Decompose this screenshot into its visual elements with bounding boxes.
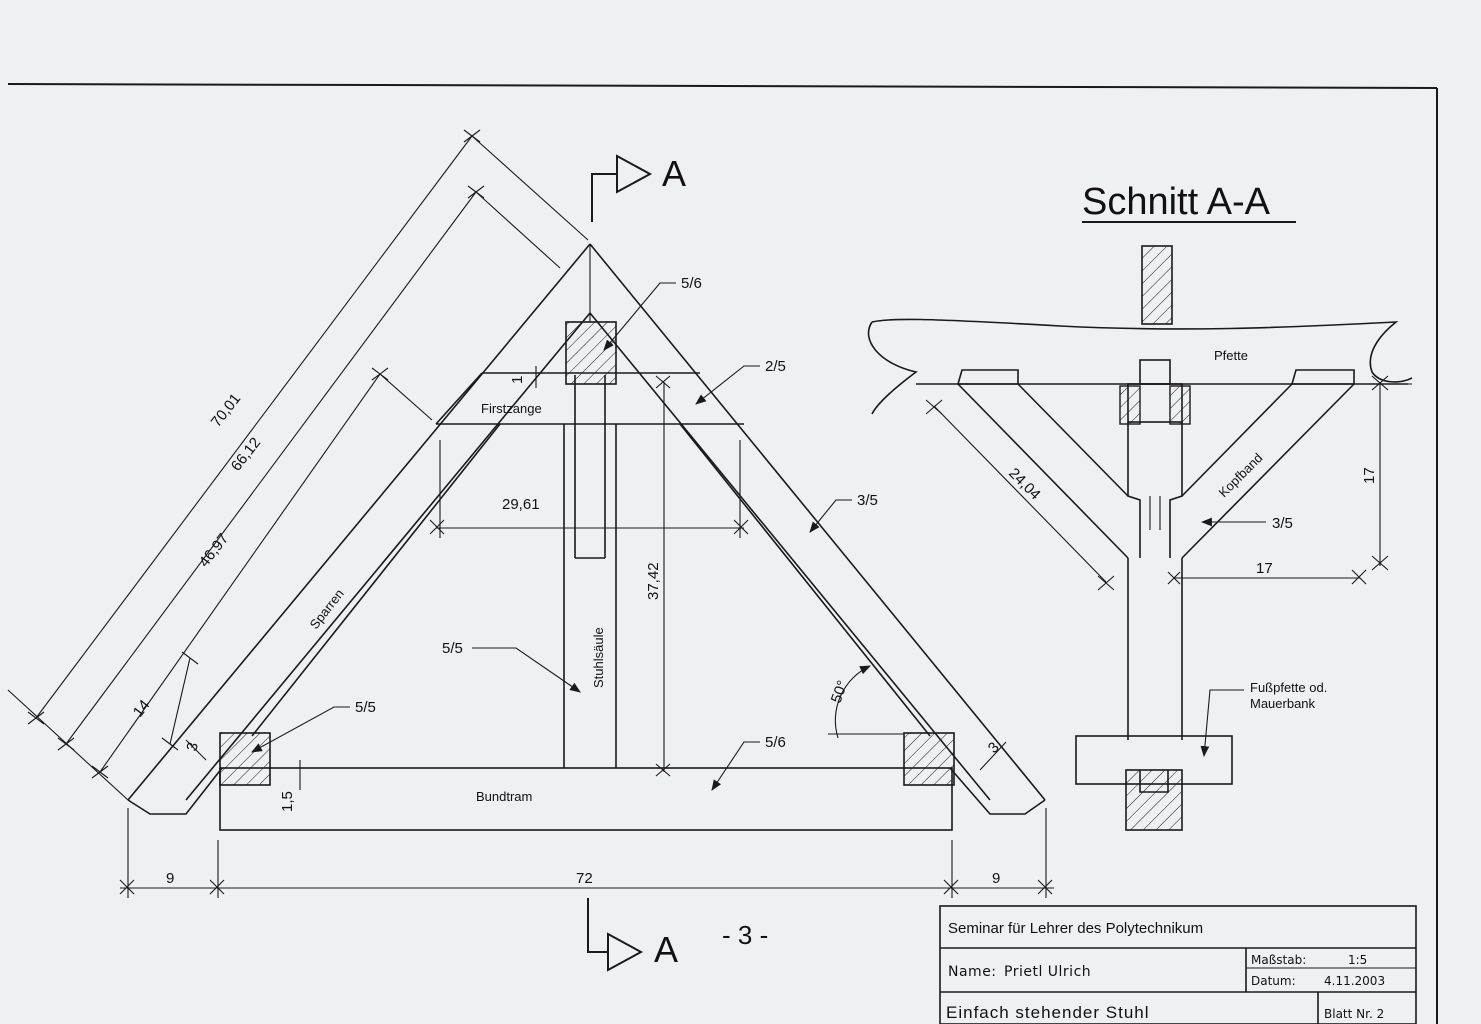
callout-5-6-tie: 5/6: [765, 734, 786, 751]
dim-14: 14: [130, 697, 154, 721]
title-block-sheet: Blatt Nr. 2: [1324, 1007, 1384, 1021]
title-block-date-value: 4.11.2003: [1324, 974, 1385, 988]
drawing-frame: [7, 83, 1438, 1024]
dim-29-61: 29,61: [502, 496, 540, 513]
callout-2-5: 2/5: [765, 358, 786, 375]
callouts: 5/6 2/5 3/5 5/5 5/5 5/6: [251, 275, 878, 791]
dimension-lines: [7, 129, 1054, 898]
dim-3-left: 3: [183, 741, 202, 753]
label-fusspfette-2: Mauerbank: [1250, 696, 1316, 711]
dim-9-right: 9: [992, 870, 1000, 887]
dim-1-5: 1,5: [279, 791, 296, 812]
label-stuhlsaeule: Stuhlsäule: [591, 627, 606, 688]
label-pfette: Pfette: [1214, 348, 1248, 363]
dim-72: 72: [576, 870, 593, 887]
dim-1: 1: [509, 376, 526, 384]
title-block-drawing-title: Einfach stehender Stuhl: [946, 1003, 1150, 1022]
dim-9-left: 9: [166, 870, 174, 887]
title-block-name-value: Prietl Ulrich: [1004, 964, 1091, 980]
label-kopfband: Kopfband: [1216, 450, 1266, 500]
page-number: - 3 -: [722, 920, 768, 950]
dimension-labels: 70,01 66,12 46,97 14 3 1,5 1 29,61 37,42…: [130, 376, 1003, 887]
dim-46-97: 46,97: [196, 530, 233, 570]
angle-50: 50°: [828, 678, 852, 705]
left-rafter-outer: [127, 243, 591, 801]
callout-3-5-section: 3/5: [1272, 515, 1293, 532]
callout-5-5-post: 5/5: [442, 640, 463, 657]
dim-37-42: 37,42: [645, 562, 662, 600]
callout-5-6-ridge: 5/6: [681, 275, 702, 292]
title-block: Seminar für Lehrer des Polytechnikum Nam…: [939, 905, 1417, 1024]
title-block-name-label: Name:: [948, 964, 997, 980]
callout-3-5-left: 3/5: [857, 492, 878, 509]
dim-70-01: 70,01: [208, 390, 245, 430]
label-bundtram: Bundtram: [476, 789, 532, 804]
section-marker-top: A: [591, 153, 686, 222]
section-title: Schnitt A-A: [1082, 181, 1271, 223]
section-marker-bottom-label: A: [654, 929, 678, 970]
title-block-institution: Seminar für Lehrer des Polytechnikum: [948, 920, 1203, 937]
dim-17-vertical: 17: [1361, 467, 1378, 484]
title-block-scale-value: 1:5: [1348, 953, 1367, 967]
member-labels: Firstzange Sparren Stuhlsäule Bundtram: [307, 401, 606, 804]
title-block-scale-label: Maßstab:: [1251, 953, 1306, 967]
label-fusspfette-1: Fußpfette od.: [1250, 680, 1327, 695]
section-marker-bottom: A: [587, 898, 678, 972]
label-firstzange: Firstzange: [481, 401, 542, 416]
section-marker-top-label: A: [662, 153, 686, 194]
title-block-date-label: Datum:: [1251, 974, 1296, 988]
dim-17-horizontal: 17: [1256, 560, 1273, 577]
callout-5-5-plate: 5/5: [355, 699, 376, 716]
